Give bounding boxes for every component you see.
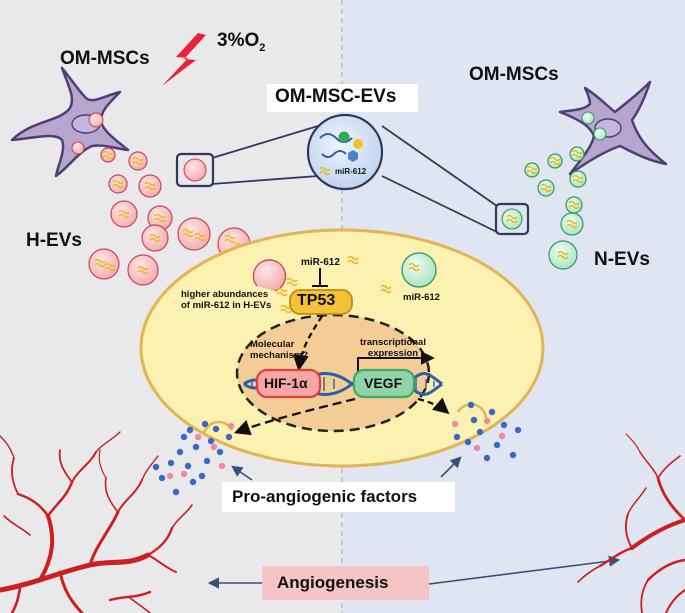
oxygen-subscript: 2: [259, 41, 266, 54]
n-evs-label: N-EVs: [594, 249, 650, 270]
transcriptional-line-2: expression: [367, 348, 419, 359]
higher-abundance-line-1: higher abundances: [181, 289, 269, 300]
inset-mirna-label: miR-612: [335, 167, 367, 176]
oxygen-text: 3%O: [217, 30, 260, 51]
pro-angiogenic-factor-dots: [152, 401, 522, 496]
tp53-box: [289, 289, 353, 315]
om-mscs-right-label: OM-MSCs: [469, 64, 559, 85]
n-ev-vesicles: [524, 146, 587, 270]
vegf-label: VEGF: [364, 375, 403, 391]
ev-zoom-inset: [175, 113, 530, 236]
higher-abundance-line-2: of miR-612 in H-EVs: [181, 300, 272, 311]
om-msc-evs-label: OM-MSC-EVs: [275, 86, 397, 107]
lightning-icon: [162, 33, 206, 86]
oxygen-label: 3%O2: [217, 30, 265, 54]
om-mscs-left-label: OM-MSCs: [60, 48, 150, 69]
hif-label: HIF-1α: [264, 375, 308, 391]
blood-vessels-right: [577, 433, 685, 613]
hif-box: [255, 368, 322, 399]
om-msc-right-cell: [558, 80, 668, 176]
tp53-label: TP53: [297, 292, 336, 309]
molecular-line-1: Molecular: [250, 339, 295, 350]
mirna-right-label: miR-612: [403, 292, 440, 303]
om-msc-left-cell: [10, 66, 130, 178]
blood-vessels-left: [0, 431, 193, 613]
vegf-box: [352, 368, 416, 399]
mirna-top-label: miR-612: [301, 257, 340, 268]
transcriptional-line-1: transcriptional: [360, 337, 426, 348]
molecular-line-2: mechanism?: [250, 350, 309, 361]
cell-uptake-vesicles: [252, 252, 437, 292]
h-evs-label: H-EVs: [26, 230, 82, 251]
pro-angiogenic-factors-label: Pro-angiogenic factors: [232, 487, 418, 506]
angiogenesis-label: Angiogenesis: [277, 573, 389, 592]
